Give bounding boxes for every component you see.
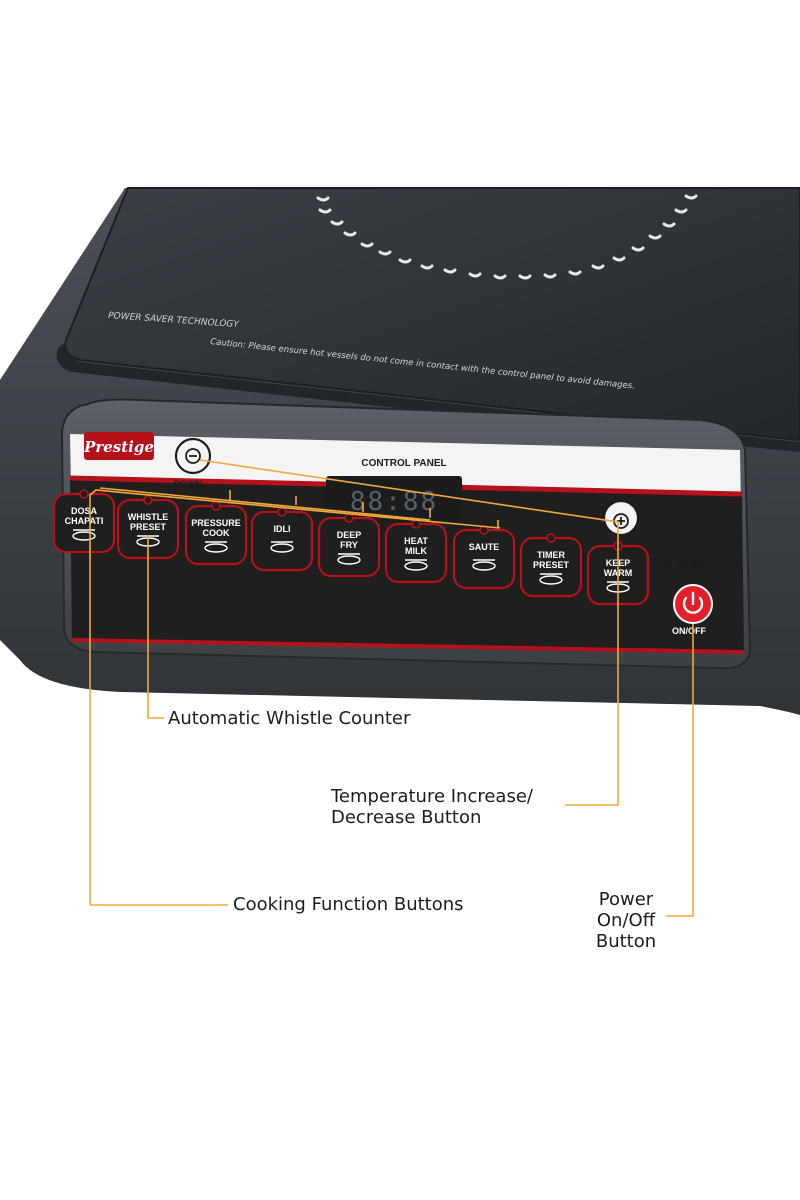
indicator-led [411,519,421,529]
function-button-label-2: CHAPATI [65,516,104,526]
function-button-saute[interactable]: SAUTE [452,525,516,590]
prestige-logo: Prestige [83,438,154,456]
minus-icon [185,448,201,464]
function-button-label-1: SAUTE [469,542,500,552]
function-button-label-1: HEAT [404,536,428,546]
power-button[interactable] [673,584,713,624]
function-button-frame[interactable] [250,510,314,572]
idli-stand-icon [270,541,294,553]
function-button-frame[interactable] [452,528,516,590]
up-button[interactable] [602,499,640,537]
power-label: ON/OFF [672,626,706,636]
callout-power-line2: On/Off [596,910,656,931]
led-display [326,476,462,522]
model-name: PIC 20 WIZ [654,557,711,569]
function-button-label-1: PRESSURE [191,518,241,528]
callout-temperature-line2: Decrease Button [331,807,482,828]
callout-lines [89,459,694,917]
indicator-led [143,495,153,505]
callout-cooking-text: Cooking Function Buttons [233,894,464,915]
pressure-cooker-icon [204,541,228,553]
milk-pan-icon [404,559,428,571]
red-accent-line-2 [71,638,745,654]
down-label: DOWN [174,479,203,489]
function-button-label-2: MILK [405,546,427,556]
callout-power-line3: Button [595,931,657,952]
indicator-led [79,489,89,499]
callout-whistle-text: Automatic Whistle Counter [168,708,411,729]
callout-power-line1: Power [598,889,654,910]
indicator-led [546,533,556,543]
function-button-label-1: WHISTLE [128,512,169,522]
clock-icon [539,573,563,585]
function-button-label-2: PRESET [533,560,570,570]
indicator-led [277,507,287,517]
callout-temperature: Temperature Increase/ Decrease Button [331,786,533,828]
indicator-led [211,501,221,511]
glass-top [64,187,800,442]
function-button-label-1: DOSA [71,506,98,516]
led-display-value: 88:88 [350,487,438,517]
function-button-label-2: FRY [340,540,358,550]
heating-coil-marks [316,194,698,280]
prestige-logo-bg [84,432,154,460]
function-button-label-1: IDLI [274,524,291,534]
down-button[interactable] [174,437,212,475]
function-button-label-2: PRESET [130,522,167,532]
function-button-label-1: DEEP [337,530,362,540]
function-button-label-2: COOK [203,528,231,538]
tawa-icon [72,529,96,541]
kadai-icon [337,553,361,565]
callout-cooking-functions: Cooking Function Buttons [233,894,464,915]
saute-pan-icon [472,559,496,571]
control-panel-title: CONTROL PANEL [361,458,446,469]
callout-temperature-line1: Temperature Increase/ [331,786,533,807]
callout-whistle: Automatic Whistle Counter [168,708,410,729]
function-button-idli[interactable]: IDLI [250,507,314,572]
function-button-label-1: TIMER [537,550,565,560]
power-icon [682,596,704,614]
callout-power: Power On/Off Button [586,889,666,952]
indicator-led [344,513,354,523]
